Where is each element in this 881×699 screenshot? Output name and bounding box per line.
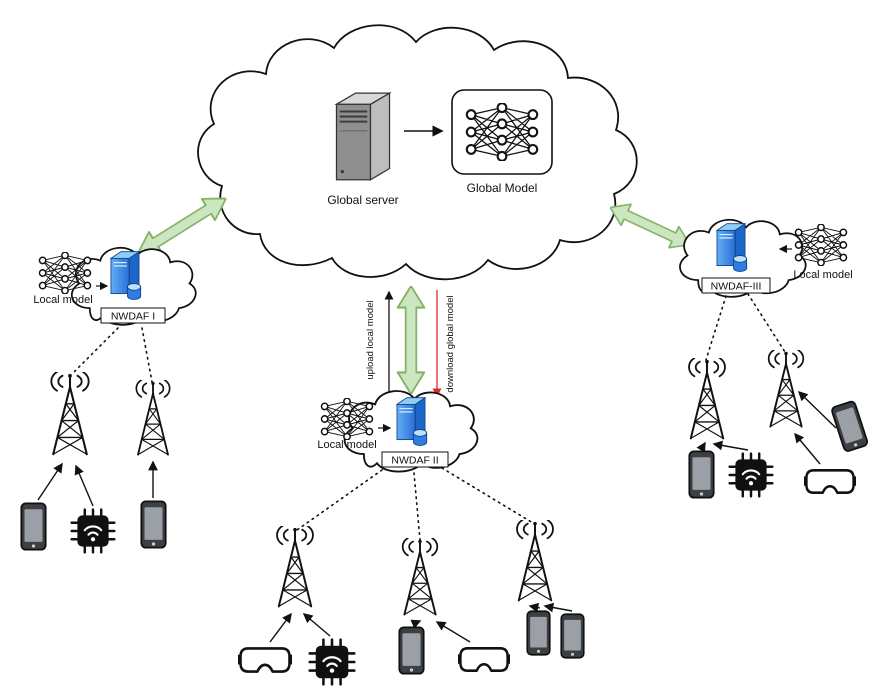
cell-tower-icon — [50, 372, 90, 456]
smartphone-icon — [688, 450, 715, 499]
nwdaf3-device-links — [696, 390, 837, 465]
iot-chip-icon — [308, 638, 356, 686]
nwdaf2-device-links — [269, 602, 573, 643]
nwdaf1-device-links — [37, 460, 158, 507]
nwdaf1-backhaul-links — [71, 327, 153, 383]
vr-headset-icon — [458, 647, 510, 672]
sync-arrows-group: upload local model download global model — [130, 186, 696, 398]
nwdaf3-local-model-label: Local model — [793, 269, 852, 281]
global-server-label: Global server — [327, 193, 398, 207]
nwdaf2-group: Local model NWDAF II — [238, 390, 585, 686]
nwdaf1-name-box — [100, 307, 166, 324]
nwdaf1-name-label: NWDAF I — [111, 311, 155, 323]
nwdaf1-server-icon — [110, 251, 142, 301]
upload-label: upload local model — [365, 300, 376, 379]
nwdaf2-name-box — [381, 451, 449, 468]
cell-tower-icon — [275, 526, 315, 608]
nwdaf2-backhaul-links — [296, 467, 534, 541]
global-model-label: Global Model — [467, 181, 538, 195]
download-label: download global model — [445, 295, 456, 392]
smartphone-icon — [20, 502, 47, 551]
cell-tower-icon — [767, 350, 805, 428]
global-cloud-group: Global server Global Model — [197, 24, 638, 281]
smartphone-icon — [560, 613, 585, 659]
vr-headset-icon — [804, 469, 856, 494]
smartphone-icon — [140, 500, 167, 549]
global-server-icon — [335, 92, 391, 181]
nwdaf3-name-label: NWDAF-III — [711, 281, 762, 293]
sync-arrow-right — [604, 195, 696, 257]
smartphone-icon — [398, 626, 425, 675]
nwdaf3-group: Local model NWDAF-III — [679, 218, 870, 499]
nwdaf1-group: Local model NWDAF I — [20, 246, 197, 554]
cell-tower-icon — [687, 358, 727, 440]
global-cloud-shape — [197, 24, 638, 281]
vr-headset-icon — [238, 647, 292, 673]
cell-tower-icon — [401, 538, 439, 616]
nwdaf1-local-model-label: Local model — [33, 294, 92, 306]
nwdaf2-name-label: NWDAF II — [391, 455, 438, 467]
cell-tower-icon — [135, 380, 171, 456]
sync-arrow-center — [396, 286, 426, 394]
iot-chip-icon — [728, 452, 774, 498]
smartphone-icon — [526, 610, 551, 656]
global-model-box — [451, 89, 553, 175]
cell-tower-icon — [515, 520, 555, 602]
nwdaf3-server-icon — [716, 223, 748, 273]
smartphone-icon — [830, 399, 870, 453]
nwdaf3-backhaul-links — [705, 293, 786, 361]
nwdaf2-server-icon — [396, 397, 428, 447]
nwdaf2-local-model-label: Local model — [317, 439, 376, 451]
iot-chip-icon — [70, 508, 116, 554]
nwdaf3-name-box — [701, 277, 771, 294]
